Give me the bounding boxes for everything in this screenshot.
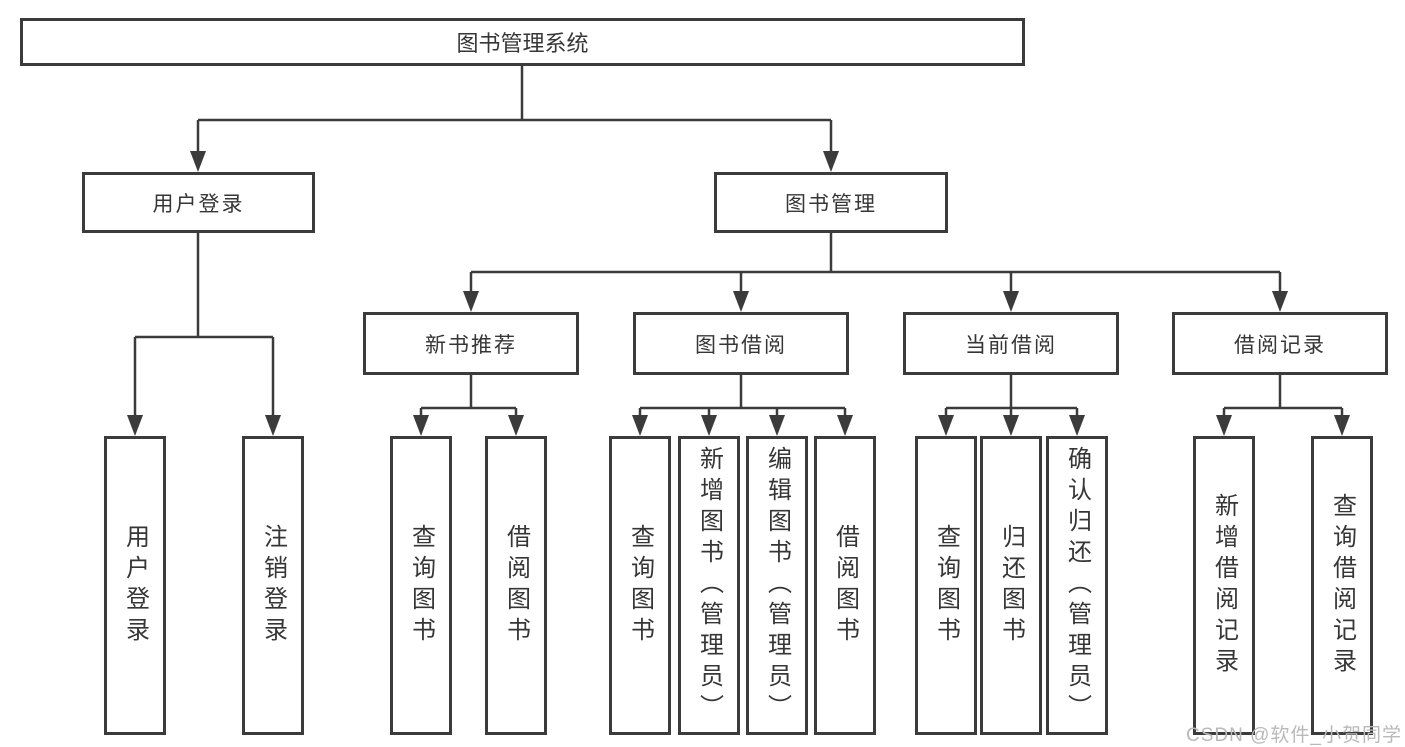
csdn-watermark: CSDN @软件_小贺同学 (1186, 725, 1402, 746)
leaf-query-borrow-record: 查询借阅记录 (1311, 436, 1373, 735)
leaf-query-books: 查询图书 (915, 436, 977, 735)
leaf-add-borrow-record: 新增借阅记录 (1193, 436, 1255, 735)
node-borrow-records: 借阅记录 (1172, 312, 1388, 375)
leaf-confirm-return-admin: 确认归还（管理员） (1046, 436, 1108, 735)
node-current-borrow: 当前借阅 (903, 312, 1119, 375)
leaf-logout: 注销登录 (242, 436, 304, 735)
node-user-login: 用户登录 (82, 172, 315, 233)
leaf-query-books: 查询图书 (390, 436, 452, 735)
leaf-user-login: 用户登录 (104, 436, 166, 735)
node-new-book-recommend: 新书推荐 (363, 312, 579, 375)
leaf-query-books: 查询图书 (609, 436, 671, 735)
arrowheads (127, 151, 1350, 436)
node-book-management: 图书管理 (714, 172, 948, 233)
node-library-system: 图书管理系统 (20, 18, 1025, 66)
leaf-edit-book-admin: 编辑图书（管理员） (746, 436, 808, 735)
leaf-borrow-books: 借阅图书 (814, 436, 876, 735)
leaf-add-book-admin: 新增图书（管理员） (678, 436, 740, 735)
leaf-borrow-books: 借阅图书 (485, 436, 547, 735)
leaf-return-books: 归还图书 (980, 436, 1042, 735)
node-book-borrow: 图书借阅 (633, 312, 849, 375)
